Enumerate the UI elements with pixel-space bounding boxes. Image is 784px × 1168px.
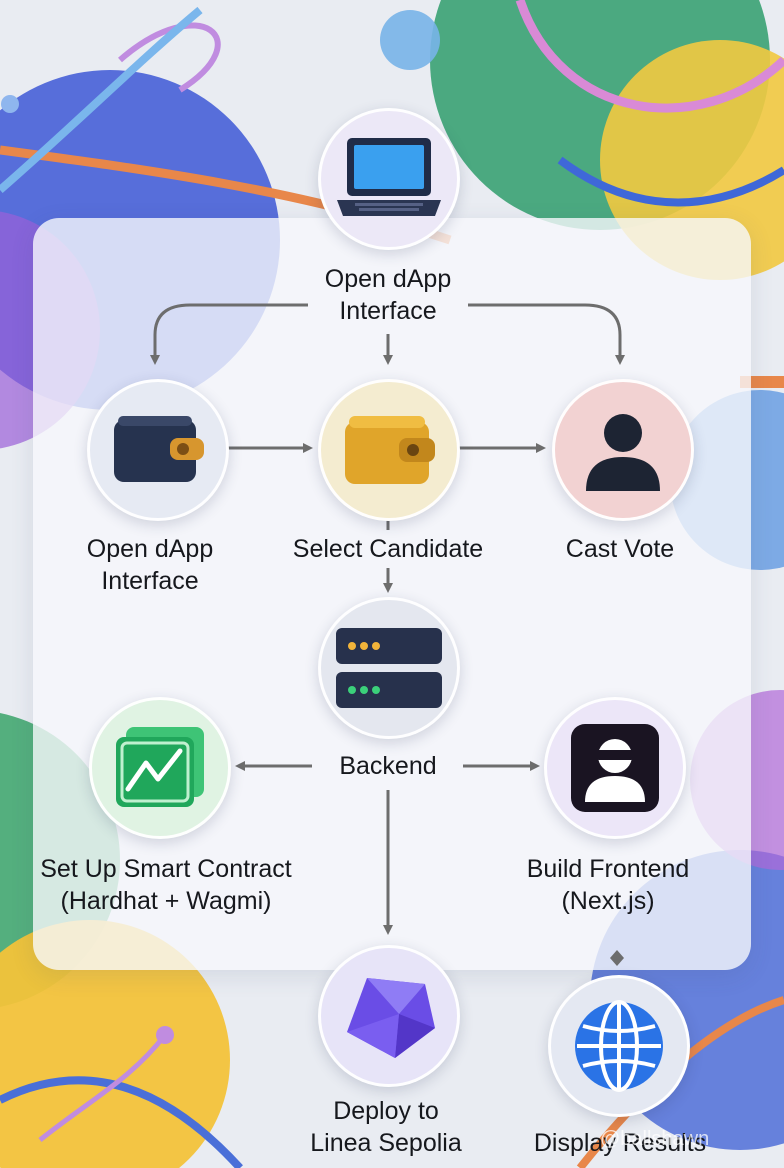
- node-deploy[interactable]: [318, 945, 460, 1087]
- user-icon: [578, 405, 668, 495]
- wallet-gold-icon: [339, 412, 439, 488]
- node-smart-contract-label: Set Up Smart Contract (Hardhat + Wagmi): [40, 855, 292, 915]
- node-deploy-label: Deploy to Linea Sepolia: [310, 1097, 462, 1157]
- node-build-frontend-label: Build Frontend (Next.js): [526, 855, 690, 915]
- node-open-dapp-wallet-label: Open dApp Interface: [86, 535, 214, 595]
- node-select-candidate[interactable]: [318, 379, 460, 521]
- wallet-icon: [110, 414, 206, 486]
- node-cast-vote[interactable]: [552, 379, 694, 521]
- node-smart-contract[interactable]: [89, 697, 231, 839]
- node-build-frontend[interactable]: [544, 697, 686, 839]
- node-display-results-label: Display Results: [533, 1129, 707, 1157]
- chart-icon: [112, 725, 208, 811]
- node-open-dapp-wallet[interactable]: [87, 379, 229, 521]
- watermark: @ballshawn: [600, 1128, 710, 1150]
- node-select-candidate-label: Select Candidate: [292, 535, 484, 563]
- node-open-dapp-top-label: Open dApp Interface: [324, 265, 452, 325]
- diamond-connector: [610, 950, 624, 966]
- arrow-top-to-vote: [468, 303, 625, 365]
- linea-crystal-icon: [339, 970, 439, 1062]
- server-icon: [334, 626, 444, 710]
- node-cast-vote-label: Cast Vote: [565, 535, 675, 563]
- arrow-top-to-wallet: [150, 303, 308, 365]
- node-backend[interactable]: [318, 597, 460, 739]
- globe-icon: [571, 998, 667, 1094]
- node-display-results[interactable]: [548, 975, 690, 1117]
- laptop-icon: [335, 136, 443, 222]
- node-open-dapp-top[interactable]: [318, 108, 460, 250]
- node-backend-label: Backend: [339, 752, 437, 780]
- developer-icon: [569, 722, 661, 814]
